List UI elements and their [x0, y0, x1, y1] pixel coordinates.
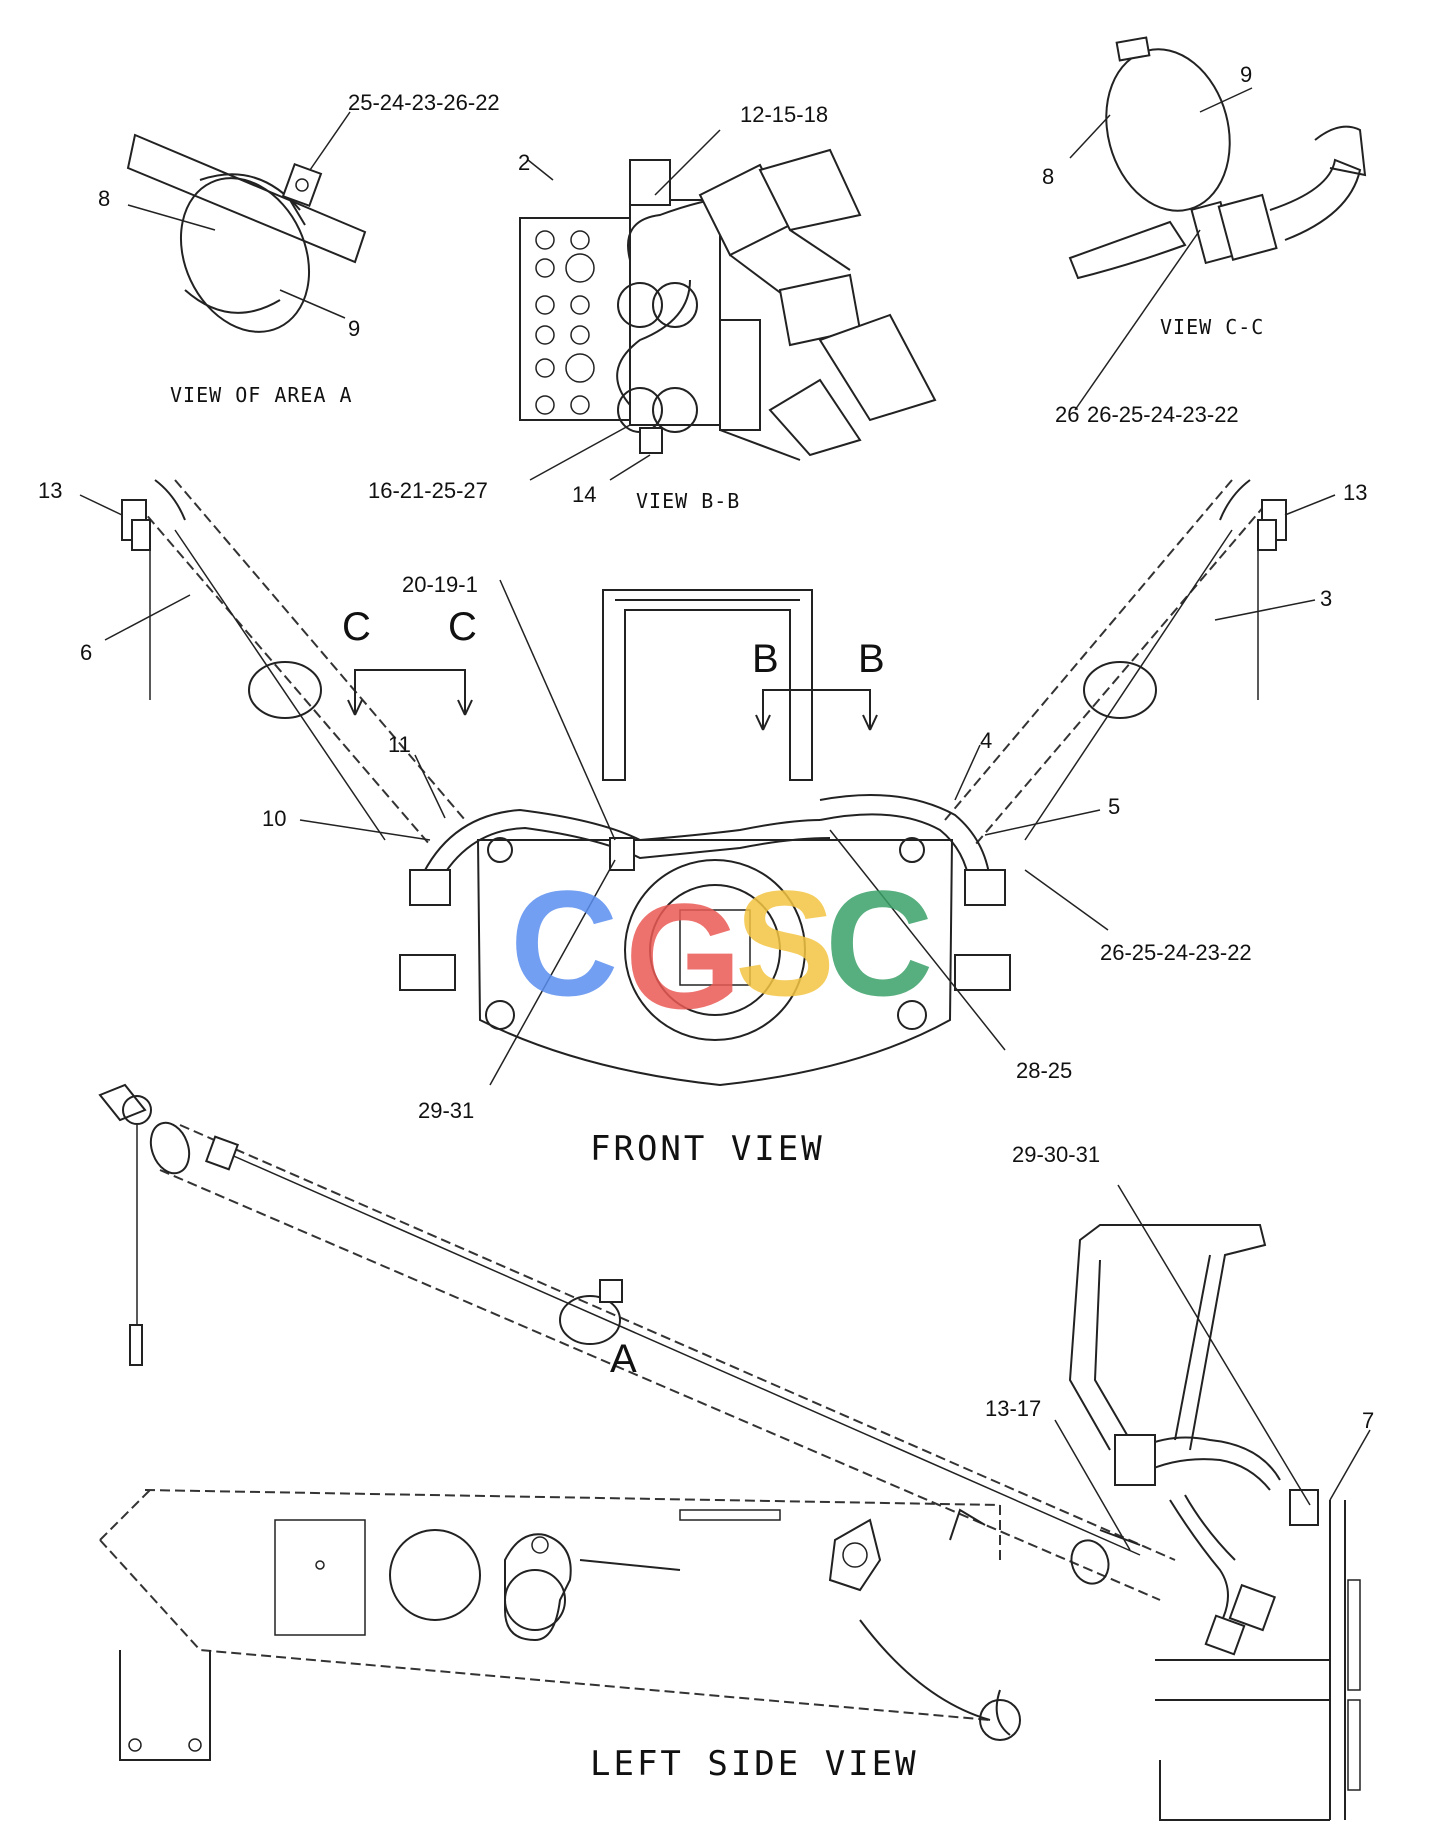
callout-bb-fitting-top: 12-15-18: [740, 102, 828, 127]
caption-view-area-a: VIEW OF AREA A: [170, 383, 353, 407]
callout-sv-bracket: 7: [1362, 1408, 1374, 1433]
view-b-b: [519, 129, 937, 481]
callout-area-a-strap: 9: [348, 316, 360, 341]
watermark-letter: C: [825, 859, 933, 1027]
callout-cc-clip: 26-25-24-23-22: [1087, 402, 1239, 427]
callout-fv-center-clip: 28-25: [1016, 1058, 1072, 1083]
callout-cc-band: 8: [1042, 164, 1054, 189]
callout-sv-end: 13-17: [985, 1396, 1041, 1421]
watermark-letter: G: [625, 872, 742, 1040]
watermark-letter: C: [510, 859, 618, 1027]
callout-fv-lower-bolt: 29-31: [418, 1098, 474, 1123]
callout-fv-right-hose-upper: 4: [980, 728, 992, 753]
callout-area-a-clip: 25-24-23-26-22: [348, 90, 500, 115]
callout-fv-right-end: 13: [1343, 480, 1367, 505]
callout-cc-clip-prefix: 26: [1055, 402, 1079, 427]
view-c-c: [1068, 36, 1367, 411]
callout-fv-left-end: 13: [38, 478, 62, 503]
section-c-left: C: [342, 605, 371, 649]
callout-fv-right-clip: 26-25-24-23-22: [1100, 940, 1252, 965]
callout-fv-left-hose-upper: 11: [388, 732, 411, 757]
section-c-right: C: [448, 605, 477, 649]
caption-front-view: FRONT VIEW: [590, 1129, 825, 1169]
watermark-logo: C G S C: [510, 859, 933, 1040]
section-b-left: B: [752, 637, 779, 681]
watermark-letter: S: [735, 859, 835, 1027]
caption-view-c-c: VIEW C-C: [1160, 315, 1264, 339]
callout-fv-right-hose-lower: 5: [1108, 794, 1120, 819]
caption-left-side-view: LEFT SIDE VIEW: [590, 1744, 919, 1784]
callout-cc-strap: 9: [1240, 62, 1252, 87]
callout-fv-right-tube: 3: [1320, 586, 1332, 611]
caption-view-b-b: VIEW B-B: [636, 489, 740, 513]
callout-area-a-band: 8: [98, 186, 110, 211]
callout-fv-center-block: 20-19-1: [402, 572, 478, 597]
view-area-a: [126, 111, 367, 333]
section-b-right: B: [858, 637, 885, 681]
section-area-a: A: [610, 1337, 637, 1381]
left-side-view: [98, 1083, 1371, 1821]
callout-fv-left-tube: 6: [80, 640, 92, 665]
callout-bb-fitting-bottom: 16-21-25-27: [368, 478, 488, 503]
front-view: [79, 479, 1336, 1087]
callout-bb-plate: 2: [518, 150, 530, 175]
callout-sv-top-bolt: 29-30-31: [1012, 1142, 1100, 1167]
callout-fv-left-hose-lower: 10: [262, 806, 286, 831]
callout-bb-plug: 14: [572, 482, 596, 507]
